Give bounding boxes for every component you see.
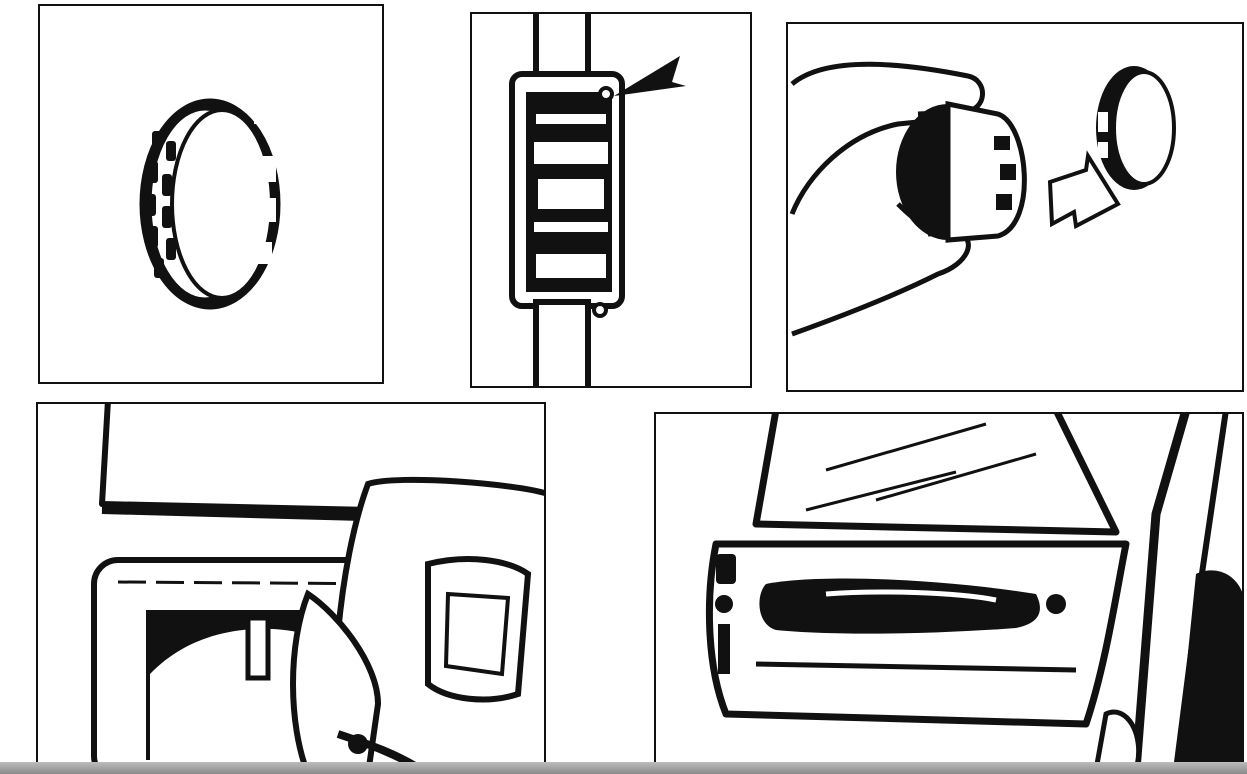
trim-ring-illustration <box>139 98 281 310</box>
panel-trim-ring <box>38 4 384 384</box>
pointer-arrow-icon <box>614 56 686 96</box>
panel-removing-door-trim <box>36 402 546 772</box>
panel-car-door <box>654 412 1244 768</box>
direction-arrow-icon <box>1047 150 1121 230</box>
mounting-bracket-illustration <box>509 14 686 386</box>
car-door-illustration <box>705 414 1242 766</box>
panel-knob-and-ring <box>786 22 1244 392</box>
scan-edge-strip <box>0 762 1247 774</box>
panel-mounting-bracket <box>470 12 752 388</box>
knob-assembly-illustration <box>789 61 1176 337</box>
door-trim-removal-illustration <box>91 404 544 770</box>
